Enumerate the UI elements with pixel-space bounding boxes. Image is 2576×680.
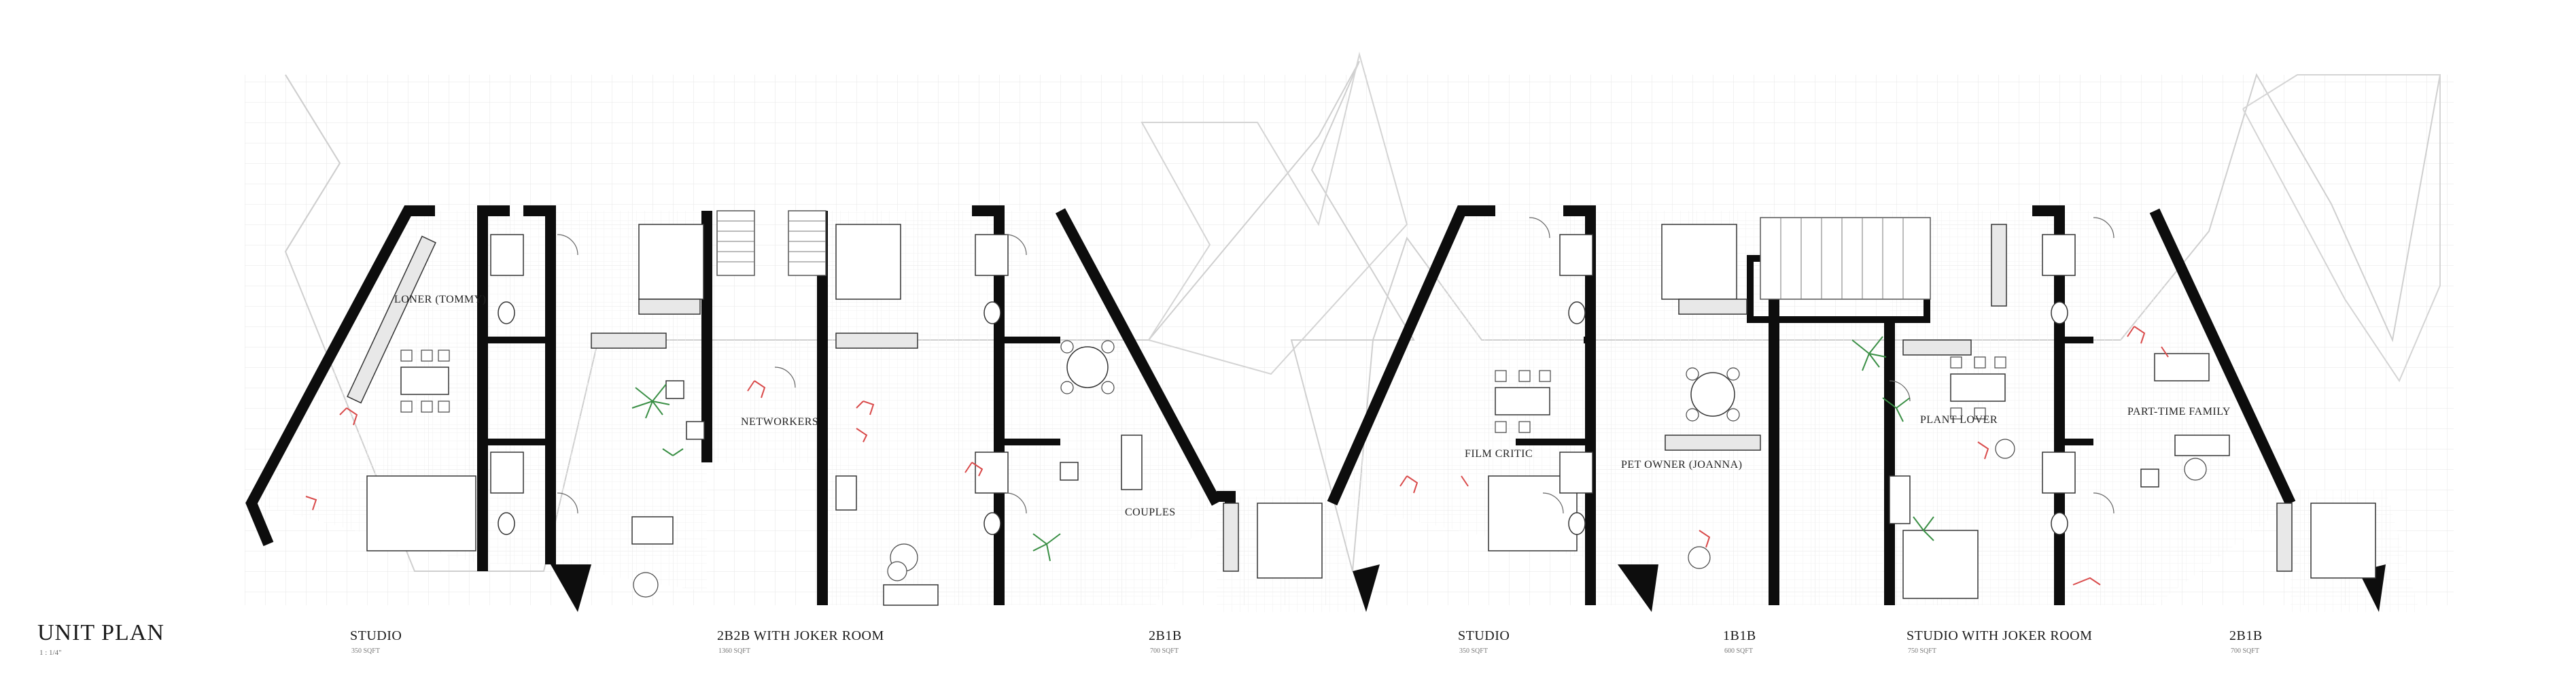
figures (305, 326, 2169, 585)
unit-area-label: 350 SQFT (1459, 647, 1488, 655)
facade-outline-left (285, 74, 341, 252)
chairs (400, 340, 2006, 433)
unit-area-label: 750 SQFT (1908, 647, 1936, 655)
sofas (631, 380, 2230, 606)
structural-corners (551, 564, 2386, 612)
unit-area-label: 700 SQFT (1150, 647, 1179, 655)
unit-type-label: 2B1B (2229, 628, 2263, 643)
resident-label: PART-TIME FAMILY (2127, 406, 2231, 418)
unit-area-label: 600 SQFT (1724, 647, 1753, 655)
resident-label: COUPLES (1125, 507, 1176, 518)
plants (631, 336, 1934, 562)
stair-treads (717, 218, 1904, 299)
resident-label: FILM CRITIC (1465, 448, 1533, 460)
drawing-title: UNIT PLAN (37, 620, 164, 645)
resident-label: NETWORKERS (741, 416, 818, 428)
unit-area-label: 700 SQFT (2231, 647, 2259, 655)
dining-sets (400, 346, 2210, 417)
unit-type-label: STUDIO (1458, 628, 1510, 643)
round-tables (633, 439, 2207, 598)
stairs (716, 210, 1931, 300)
resident-label: PET OWNER (JOANNA) (1621, 459, 1742, 471)
unit-area-label: 1360 SQFT (718, 647, 750, 655)
resident-label: PLANT LOVER (1920, 414, 1998, 426)
closets (347, 224, 2293, 572)
facade-outline-right (2242, 74, 2441, 383)
unit-area-label: 350 SQFT (351, 647, 380, 655)
drawing-scale: 1 : 1/4" (39, 649, 62, 657)
resident-label: LONER (TOMMY) (394, 294, 487, 305)
unit-type-label: 2B2B WITH JOKER ROOM (717, 628, 884, 643)
unit-type-label: STUDIO (350, 628, 402, 643)
facade-outline-middle (1141, 52, 1408, 375)
floor-fills (251, 211, 2420, 612)
door-swings (557, 217, 2114, 514)
unit-type-label: STUDIO WITH JOKER ROOM (1907, 628, 2093, 643)
unit-type-label: 2B1B (1149, 628, 1182, 643)
bathroom-fixtures (490, 234, 2076, 535)
unit-type-label: 1B1B (1723, 628, 1756, 643)
